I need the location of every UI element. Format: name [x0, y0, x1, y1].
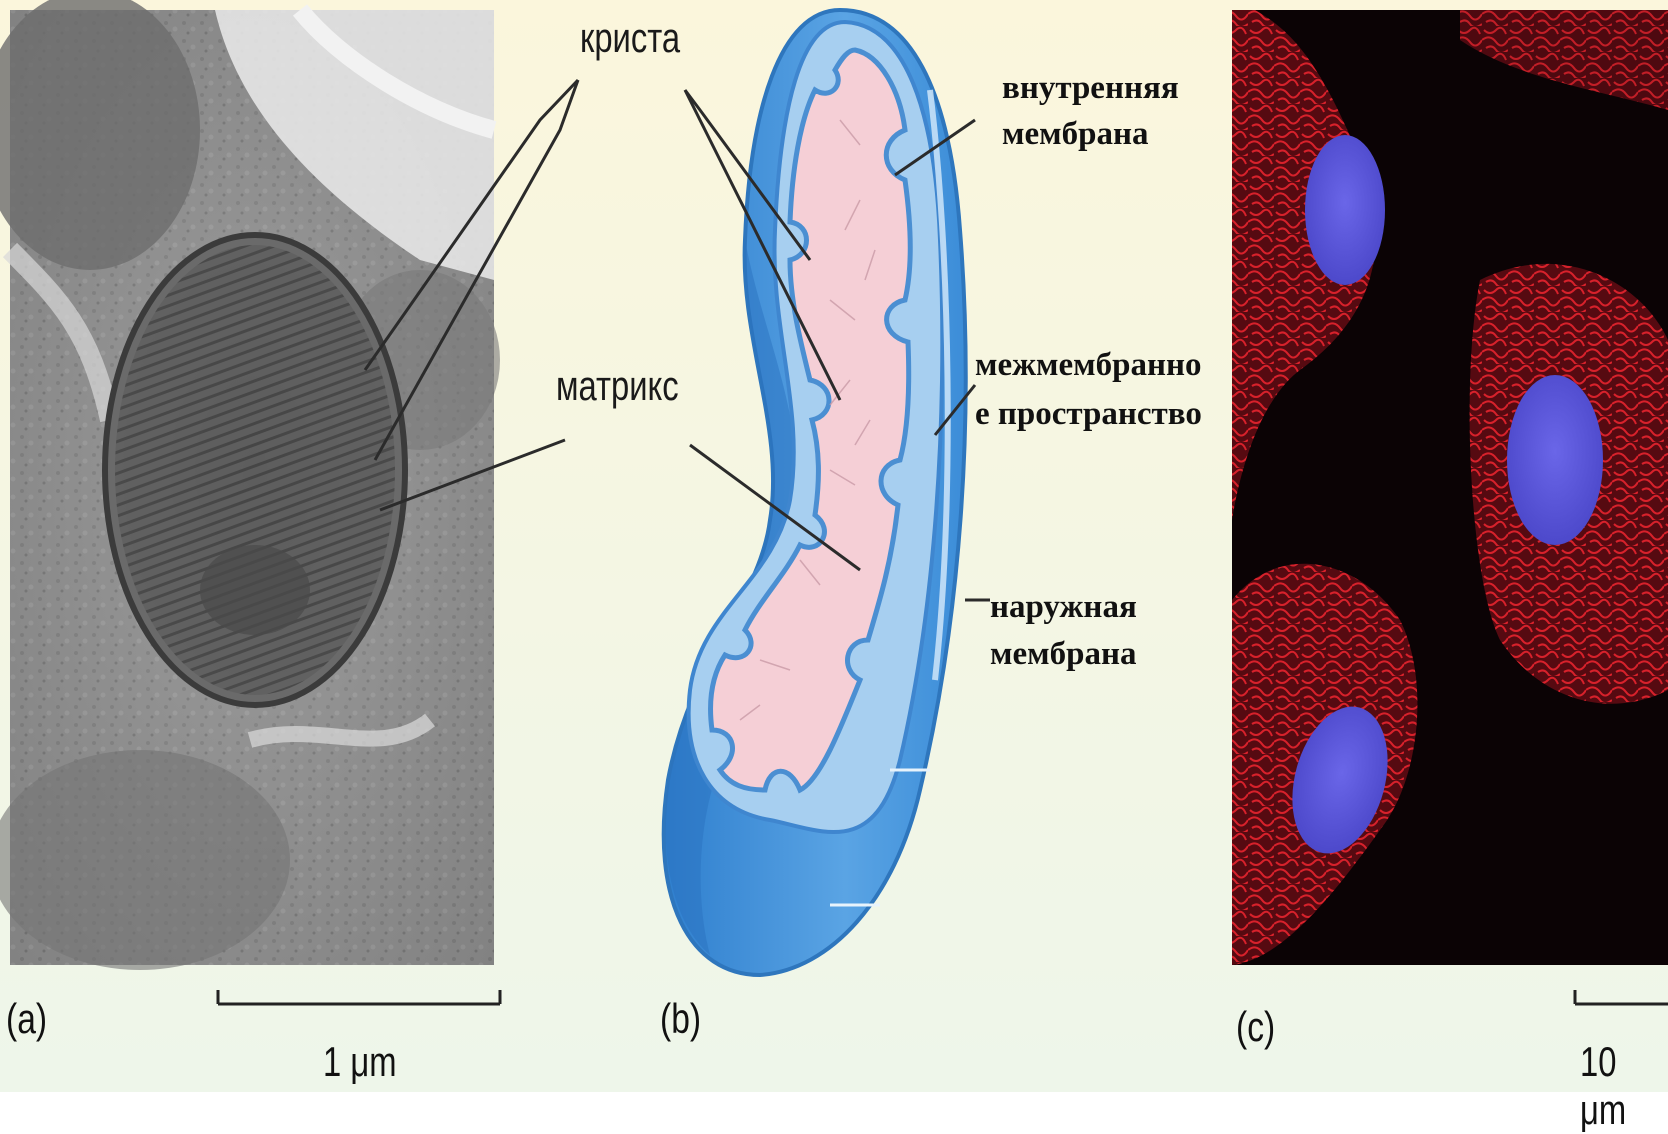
scale-label-c: 10 μm	[1580, 1038, 1649, 1134]
label-inner-membrane-line2: мембрана	[1002, 112, 1148, 156]
nucleus-top	[1305, 135, 1385, 285]
label-intermembrane-line1: межмембранно	[975, 343, 1202, 387]
nucleus-right	[1507, 375, 1603, 545]
label-outer-membrane-line2: мембрана	[990, 632, 1136, 676]
panel-label-a: (a)	[6, 995, 47, 1043]
label-intermembrane-line2: е пространство	[975, 392, 1202, 436]
scale-label-a: 1 μm	[323, 1038, 396, 1086]
panel-label-b: (b)	[660, 995, 701, 1043]
label-inner-membrane-line1: внутренняя	[1002, 66, 1179, 110]
panel-c-fluorescence	[1232, 10, 1668, 965]
label-crista: криста	[580, 14, 680, 62]
panel-a-micrograph	[0, 0, 500, 970]
label-matrix: матрикс	[556, 362, 679, 410]
label-outer-membrane-line1: наружная	[990, 585, 1137, 629]
mitochondria-figure	[0, 0, 1668, 1092]
panel-label-c: (c)	[1236, 1003, 1275, 1051]
